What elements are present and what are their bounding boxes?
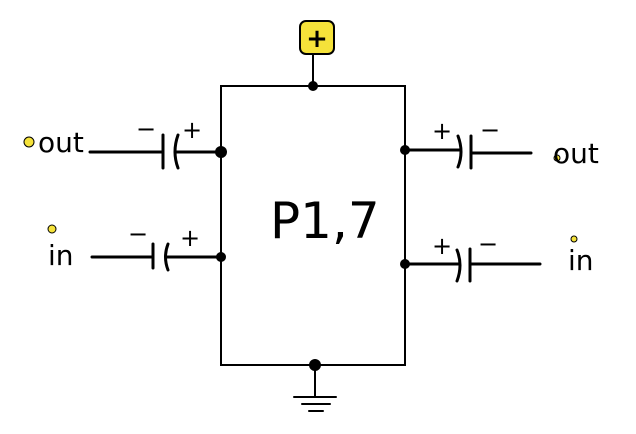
cap-sign-plus: + [432,232,452,260]
capacitor-plate-curved [455,248,462,283]
cap-sign-minus: − [128,220,148,248]
cap-sign-minus: − [136,115,156,143]
pin-left-bottom: in − + [47,220,226,272]
chip: P1,7 [220,85,406,366]
ground [293,359,337,412]
cap-sign-plus: + [432,117,452,145]
supply: + [299,20,335,91]
pin-label-out-left: out [38,126,84,159]
pin-left-top: out − + [23,115,227,170]
chip-label: P1,7 [270,192,380,250]
cap-sign-minus: − [478,230,498,258]
supply-box [299,20,335,55]
supply-symbol: + [306,24,328,54]
pin-right-top: + − out [400,116,599,170]
pin-right-bottom: + − in [400,230,594,283]
supply-node [308,81,318,91]
pin-node [215,146,227,158]
pin-label-out-right: out [553,137,599,170]
pin-marker-dot [553,154,561,162]
pin-label-in-left: in [48,239,74,272]
pin-marker-dot [570,235,578,243]
ground-icon [293,396,337,412]
cap-sign-minus: − [480,116,500,144]
pin-label-in-right: in [568,244,594,277]
pin-marker-dot [23,136,35,148]
cap-sign-plus: + [180,224,200,252]
capacitor-plate-curved [456,134,463,169]
pin-marker-dot [47,224,57,234]
pin-node [216,252,226,262]
cap-sign-plus: + [182,116,202,144]
